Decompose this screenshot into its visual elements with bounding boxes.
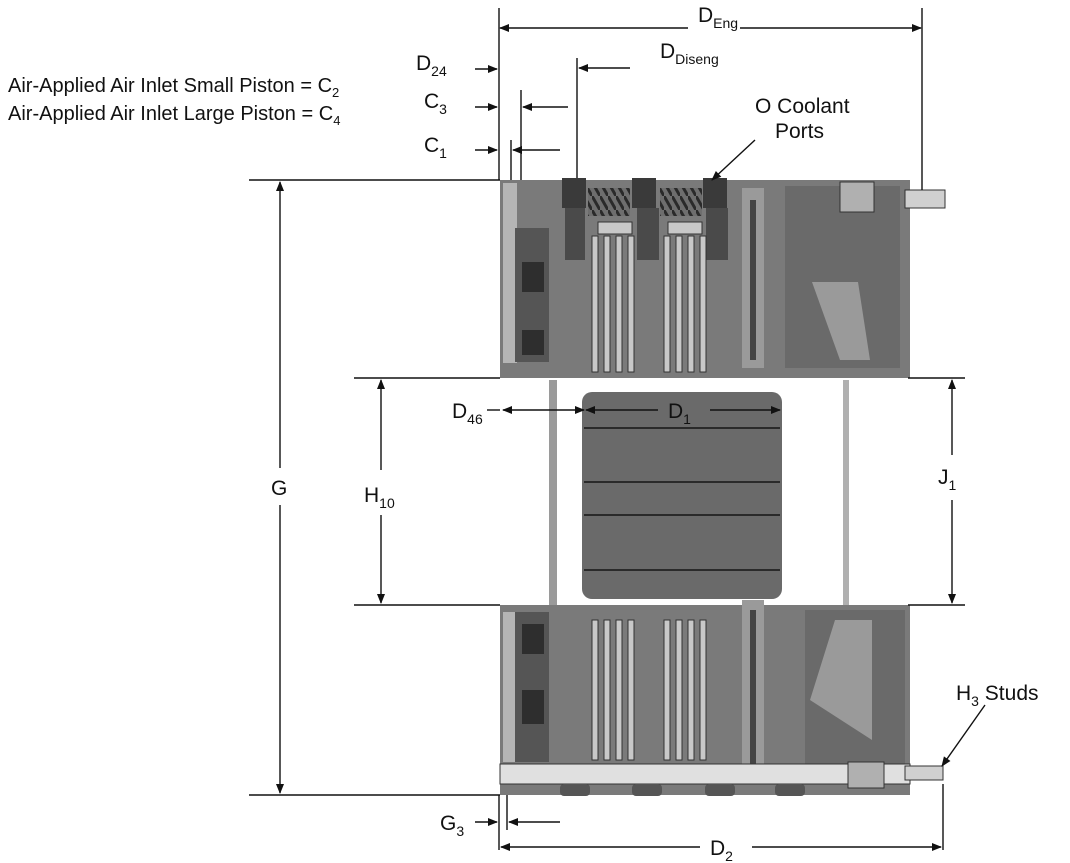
- label-c1: C1: [424, 134, 447, 161]
- hub: [582, 392, 782, 599]
- coolant-leader: [711, 139, 756, 181]
- coolant-port-2: [632, 178, 656, 208]
- label-g3: G3: [440, 812, 464, 839]
- shaft: [549, 380, 557, 605]
- piston-seal-top-inner: [522, 262, 544, 292]
- clutch-body: [499, 178, 946, 796]
- piston-seal-bottom-inner: [522, 624, 544, 654]
- small-piston-sub: 2: [332, 85, 340, 100]
- coolant-port-3: [703, 178, 727, 208]
- bottom-stud: [904, 765, 944, 781]
- coolant-tube-core-bottom: [750, 610, 756, 770]
- coolant-port-1: [562, 178, 586, 208]
- label-d46: D46: [452, 400, 483, 427]
- plate-stack-top: [591, 221, 707, 373]
- piston-bottom: [503, 612, 517, 762]
- label-h10: H10: [364, 484, 395, 511]
- large-piston-sub: 4: [333, 113, 341, 128]
- label-d-diseng: DDiseng: [660, 40, 719, 67]
- coolant-port-body-3: [706, 208, 728, 260]
- dimension-labels: DEng DDiseng D24 C3 C1 O Coolant Ports G…: [271, 4, 1039, 863]
- piston-seal-bottom-inner2: [522, 690, 544, 724]
- small-piston-note: Air-Applied Air Inlet Small Piston = C2: [8, 75, 339, 100]
- label-j1: J1: [938, 466, 957, 493]
- label-d2: D2: [710, 837, 733, 863]
- spring-top-2: [660, 188, 702, 216]
- label-h3-studs: H3 Studs: [956, 682, 1039, 709]
- dimension-lines: [249, 8, 986, 851]
- shaft-right: [843, 380, 849, 605]
- small-piston-symbol: C: [317, 75, 333, 97]
- large-piston-symbol: C: [318, 103, 334, 125]
- label-d24: D24: [416, 52, 447, 79]
- coolant-tube-core-top: [750, 200, 756, 360]
- label-g: G: [271, 477, 287, 500]
- piston-top: [503, 183, 517, 363]
- bottom-stud-nut: [847, 761, 885, 789]
- right-wedge-bottom: [810, 620, 872, 740]
- coolant-port-body-1: [565, 208, 585, 260]
- top-stud: [904, 189, 946, 209]
- label-coolant-line1: O Coolant: [755, 95, 850, 118]
- label-d1: D1: [668, 400, 691, 427]
- studs-leader: [941, 704, 986, 767]
- coolant-port-body-2: [637, 208, 659, 260]
- top-stud-nut: [839, 181, 875, 213]
- spring-top-1: [588, 188, 630, 216]
- piston-seal-top-inner2: [522, 330, 544, 355]
- label-coolant-line2: Ports: [775, 120, 824, 143]
- label-c3: C3: [424, 90, 447, 117]
- right-wedge-top: [812, 282, 870, 360]
- large-piston-text: Air-Applied Air Inlet Large Piston =: [8, 103, 319, 125]
- small-piston-text: Air-Applied Air Inlet Small Piston =: [8, 75, 318, 97]
- large-piston-note: Air-Applied Air Inlet Large Piston = C4: [8, 103, 340, 128]
- bottom-teeth: [560, 784, 805, 796]
- label-d-eng: DEng: [698, 4, 738, 31]
- plate-stack-bottom: [591, 619, 707, 777]
